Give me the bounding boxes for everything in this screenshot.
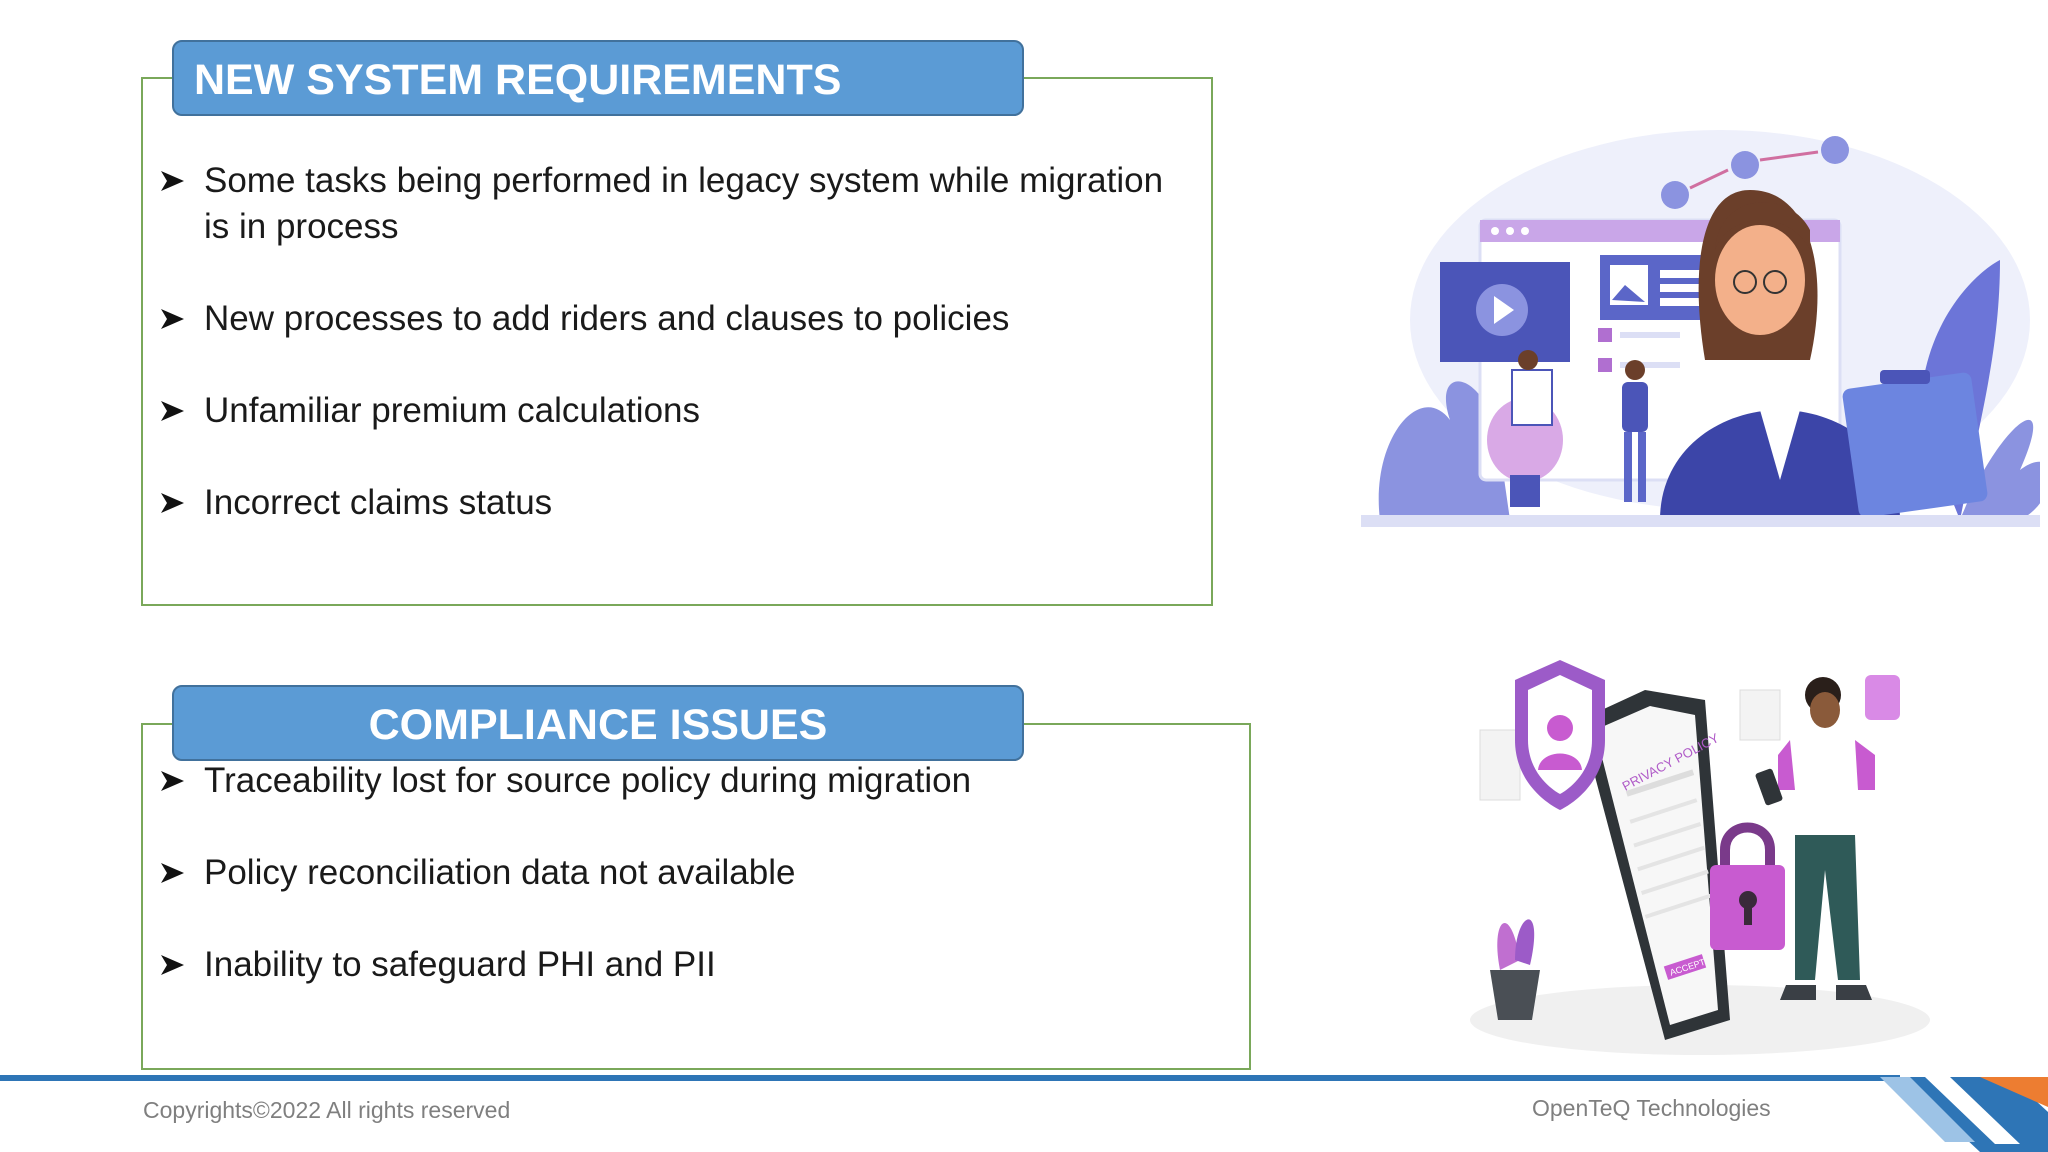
arrow-bullet-icon <box>161 493 184 513</box>
arrow-bullet-icon <box>161 863 184 883</box>
compliance-header: COMPLIANCE ISSUES <box>172 685 1024 761</box>
arrow-bullet-icon <box>161 771 184 791</box>
list-item: Policy reconciliation data not available <box>158 850 1218 896</box>
arrow-bullet-icon <box>161 401 184 421</box>
list-item: Traceability lost for source policy duri… <box>158 758 1218 804</box>
requirements-header: NEW SYSTEM REQUIREMENTS <box>172 40 1024 116</box>
list-item-text: Policy reconciliation data not available <box>204 853 796 892</box>
compliance-list: Traceability lost for source policy duri… <box>158 758 1218 988</box>
compliance-box <box>141 723 1251 1070</box>
list-item: New processes to add riders and clauses … <box>158 296 1178 342</box>
privacy-policy-illustration: PRIVACY POLICY ACCEPT <box>1470 660 1930 1055</box>
list-item: Unfamiliar premium calculations <box>158 388 1178 434</box>
arrow-bullet-icon <box>161 309 184 329</box>
list-item-text: Incorrect claims status <box>204 483 553 522</box>
list-item: Incorrect claims status <box>158 480 1178 526</box>
arrow-bullet-icon <box>161 171 184 191</box>
list-item-text: Unfamiliar premium calculations <box>204 391 700 430</box>
list-item-text: Some tasks being performed in legacy sys… <box>204 161 1164 246</box>
list-item-text: New processes to add riders and clauses … <box>204 299 1010 338</box>
requirements-box <box>141 77 1213 606</box>
copyright-text: Copyrights©2022 All rights reserved <box>143 1097 511 1123</box>
requirements-list: Some tasks being performed in legacy sys… <box>158 158 1178 526</box>
company-name: OpenTeQ Technologies <box>1532 1095 1771 1121</box>
list-item-text: Inability to safeguard PHI and PII <box>204 945 716 984</box>
footer-bar <box>0 1075 1900 1081</box>
list-item: Inability to safeguard PHI and PII <box>158 942 1218 988</box>
footer-stripes-decoration <box>1880 1077 2048 1152</box>
dashboard-woman-illustration <box>1361 130 2040 527</box>
arrow-bullet-icon <box>161 955 184 975</box>
list-item-text: Traceability lost for source policy duri… <box>204 761 972 800</box>
list-item: Some tasks being performed in legacy sys… <box>158 158 1178 250</box>
